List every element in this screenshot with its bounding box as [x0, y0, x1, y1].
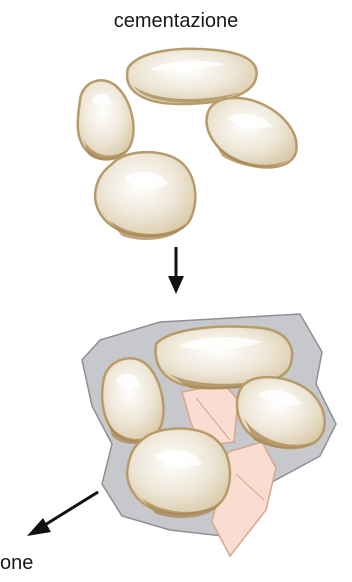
arrow-down-icon: [168, 247, 184, 294]
loose-grains-group: [78, 49, 297, 240]
bottom-label: one: [0, 552, 33, 575]
grain-top-bottom: [95, 152, 195, 240]
grain-top-right: [207, 98, 297, 168]
diagram-title: cementazione: [0, 10, 352, 33]
cemented-aggregate-group: [82, 314, 336, 556]
grain-top-left: [78, 80, 134, 160]
grain-top-center: [127, 49, 257, 104]
arrow-down-left-icon: [27, 492, 98, 536]
